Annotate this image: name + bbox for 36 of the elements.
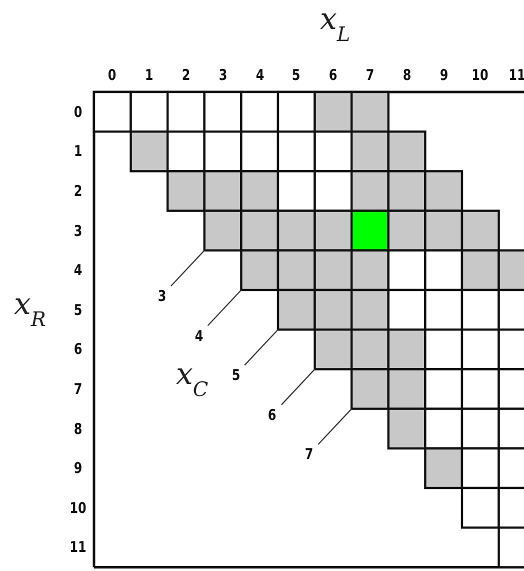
axis-title: x$_{C}$ <box>176 360 208 403</box>
axis-title: x$_{R}$ <box>14 290 46 333</box>
column-number: 2 <box>182 67 190 83</box>
diagonal-number: 5 <box>231 367 240 384</box>
row-number: 5 <box>74 302 82 318</box>
row-number: 0 <box>74 104 82 120</box>
row-number: 3 <box>74 222 82 239</box>
axis-title: x$_{L}$ <box>320 5 350 48</box>
diagonal-number: 6 <box>268 406 277 423</box>
row-number: 10 <box>70 500 86 516</box>
column-number: 10 <box>472 67 489 83</box>
column-number: 5 <box>292 67 301 83</box>
column-number: 7 <box>366 67 374 83</box>
leader-line <box>170 250 205 286</box>
row-number: 1 <box>74 143 82 160</box>
row-number: 9 <box>74 460 82 476</box>
leader-line <box>207 290 242 326</box>
row-number: 2 <box>74 183 82 199</box>
row-number: 8 <box>74 420 82 437</box>
row-number: 4 <box>74 262 82 278</box>
diagonal-number: 7 <box>305 446 314 462</box>
diagonal-number: 3 <box>158 288 166 304</box>
column-number: 6 <box>329 67 338 83</box>
column-number: 0 <box>108 67 117 83</box>
column-number: 1 <box>145 67 154 83</box>
column-number: 9 <box>439 67 448 83</box>
column-number: 3 <box>218 67 227 83</box>
row-number: 6 <box>74 341 82 358</box>
leader-line <box>244 329 278 366</box>
column-number: 8 <box>402 67 411 83</box>
leader-line <box>280 368 316 406</box>
row-number: 11 <box>70 539 86 556</box>
leader-line <box>318 408 352 445</box>
diagonal-number: 4 <box>194 328 203 344</box>
row-number: 7 <box>74 381 82 397</box>
column-number: 4 <box>255 67 264 83</box>
